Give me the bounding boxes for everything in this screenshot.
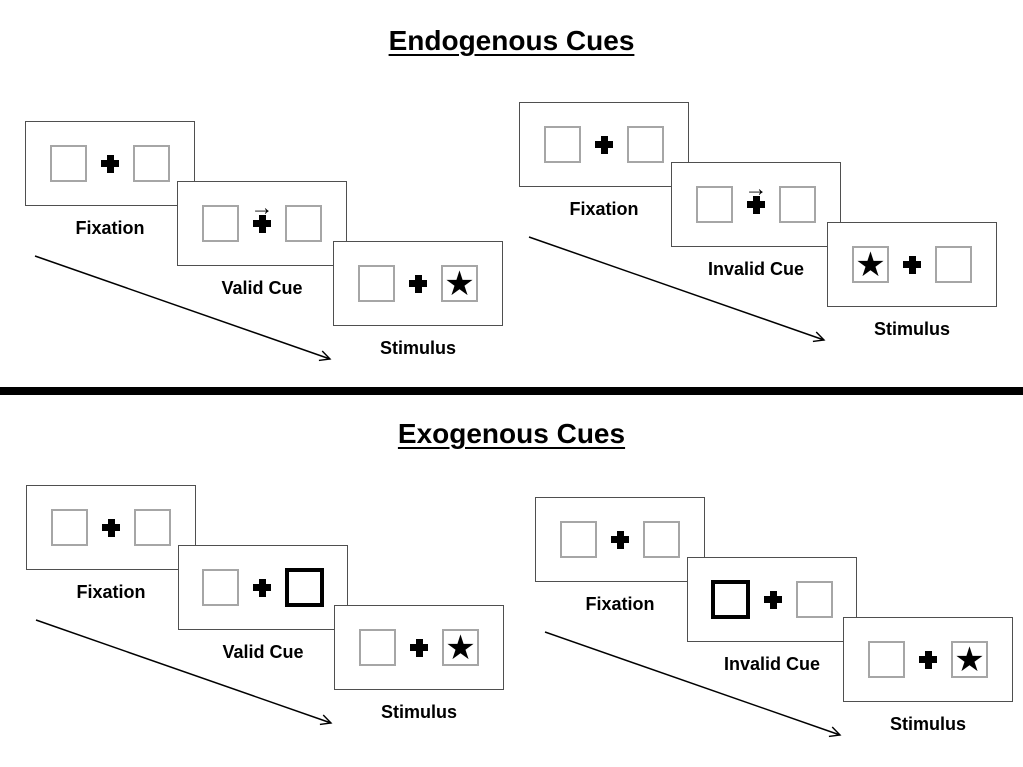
right-box (796, 581, 833, 618)
right-box (643, 521, 680, 558)
time-arrow (34, 255, 332, 362)
left-box (560, 521, 597, 558)
fixation-cross-icon (611, 530, 629, 549)
time-arrow (544, 631, 842, 738)
cue-label: Invalid Cue (723, 654, 821, 674)
section-title-exogenous: Exogenous Cues (397, 418, 626, 449)
left-box (358, 265, 395, 302)
left-box (202, 569, 239, 606)
stimulus-panel: ★ (333, 241, 503, 326)
cue-label: Valid Cue (221, 278, 303, 298)
star-box: ★ (442, 629, 479, 666)
sequence-endogenous-valid: Fixation → Valid Cue ★ Stimulus (25, 121, 530, 391)
time-arrow (35, 619, 333, 726)
fixation-panel (26, 485, 196, 570)
stimulus-panel: ★ (827, 222, 997, 307)
cue-panel (178, 545, 348, 630)
left-box (50, 145, 87, 182)
fixation-cross-icon: → (251, 195, 274, 233)
cue-panel: → (671, 162, 841, 247)
fixation-panel (25, 121, 195, 206)
star-box: ★ (852, 246, 889, 283)
fixation-label: Fixation (569, 199, 639, 219)
left-box (202, 205, 239, 242)
section-divider (0, 387, 1023, 395)
stimulus-label: Stimulus (379, 338, 456, 358)
stimulus-label: Stimulus (889, 714, 966, 734)
left-box (696, 186, 733, 223)
sequence-exogenous-valid: Fixation Valid Cue ★ Stimulus (26, 485, 531, 755)
left-box (544, 126, 581, 163)
fixation-cross-icon (409, 274, 427, 293)
stimulus-label: Stimulus (873, 319, 950, 339)
fixation-cross-icon (919, 650, 937, 669)
fixation-panel (519, 102, 689, 187)
fixation-label: Fixation (76, 582, 146, 602)
right-box (133, 145, 170, 182)
fixation-cross-icon (101, 154, 119, 173)
fixation-label: Fixation (75, 218, 145, 238)
fixation-cross-icon (410, 638, 428, 657)
sequence-endogenous-invalid: Fixation → Invalid Cue ★ Stimulus (519, 102, 1023, 372)
highlighted-box-left (711, 580, 750, 619)
left-box (51, 509, 88, 546)
fixation-panel (535, 497, 705, 582)
right-box (779, 186, 816, 223)
star-box: ★ (951, 641, 988, 678)
fixation-cross-icon (595, 135, 613, 154)
star-box: ★ (441, 265, 478, 302)
section-title-endogenous: Endogenous Cues (388, 25, 635, 56)
highlighted-box-right (285, 568, 324, 607)
cue-panel (687, 557, 857, 642)
star-icon: ★ (444, 264, 475, 303)
time-arrow (528, 236, 826, 343)
star-icon: ★ (954, 640, 985, 679)
left-box (868, 641, 905, 678)
fixation-cross-icon (253, 578, 271, 597)
cue-label: Invalid Cue (707, 259, 805, 279)
star-icon: ★ (445, 628, 476, 667)
right-arrow-icon: → (250, 193, 274, 220)
stimulus-label: Stimulus (380, 702, 457, 722)
right-box (935, 246, 972, 283)
stimulus-panel: ★ (843, 617, 1013, 702)
right-box (285, 205, 322, 242)
right-box (627, 126, 664, 163)
cue-label: Valid Cue (222, 642, 304, 662)
cue-panel: → (177, 181, 347, 266)
star-icon: ★ (855, 245, 886, 284)
fixation-label: Fixation (585, 594, 655, 614)
fixation-cross-icon (102, 518, 120, 537)
right-box (134, 509, 171, 546)
sequence-exogenous-invalid: Fixation Invalid Cue ★ Stimulus (535, 497, 1023, 767)
stimulus-panel: ★ (334, 605, 504, 690)
fixation-cross-icon (903, 255, 921, 274)
fixation-cross-icon (764, 590, 782, 609)
left-box (359, 629, 396, 666)
right-arrow-icon: → (744, 174, 768, 201)
fixation-cross-icon: → (745, 176, 768, 214)
